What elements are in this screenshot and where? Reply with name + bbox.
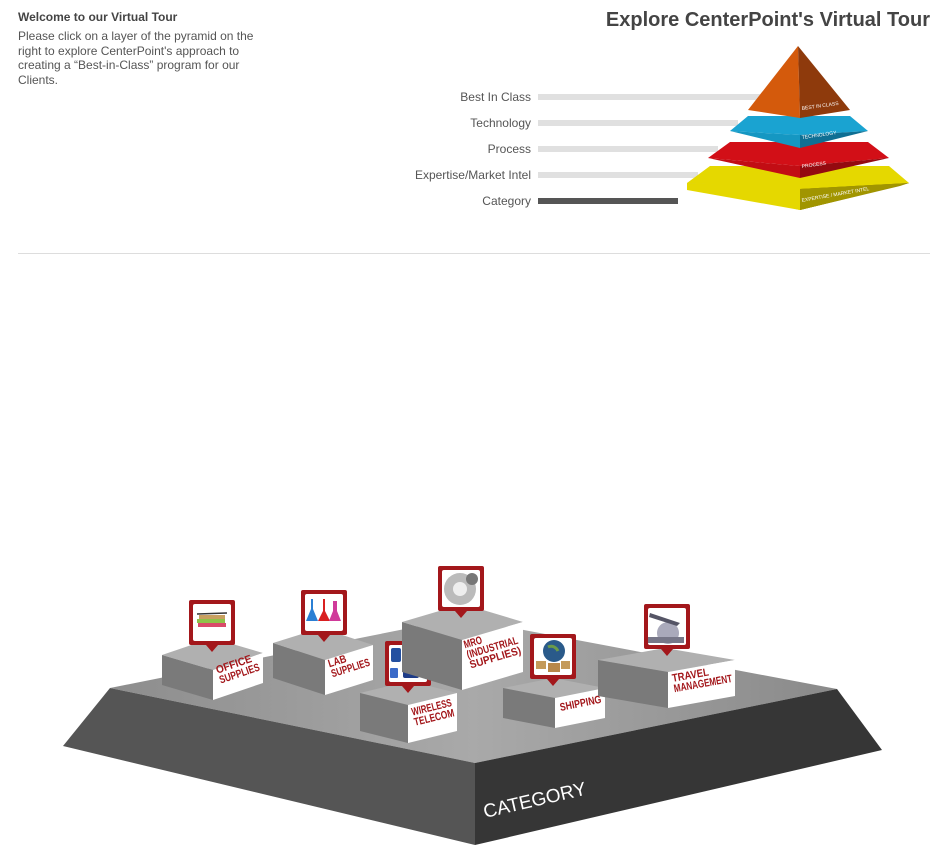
box-right-face [408, 693, 457, 743]
lab-flasks-icon[interactable] [301, 590, 347, 642]
layer-link-process[interactable]: Process [487, 142, 531, 156]
pyramid-face-label: BEST IN CLASS [801, 101, 839, 112]
pyramid-layer-process[interactable]: PROCESS [708, 142, 889, 178]
box-right-face [213, 653, 263, 700]
box-right-face [462, 622, 523, 690]
layer-bar-expertise[interactable] [538, 172, 698, 178]
box-left-face [273, 643, 325, 695]
divider [18, 253, 930, 254]
box-top [402, 604, 523, 640]
intro-text: Please click on a layer of the pyramid o… [18, 29, 254, 87]
box-right-face [325, 645, 373, 695]
layer-bar-best-in-class[interactable] [538, 94, 760, 100]
gears-icon[interactable] [438, 566, 484, 618]
layer-bar-process[interactable] [538, 146, 718, 152]
layer-link-expertise[interactable]: Expertise/Market Intel [414, 168, 531, 182]
intro-heading: Welcome to our Virtual Tour [18, 10, 178, 24]
page-title: Explore CenterPoint's Virtual Tour [605, 9, 930, 31]
box-top [273, 628, 373, 660]
category-label: LAB [327, 653, 348, 670]
platform-left-face [63, 688, 475, 845]
pyramid-layer-best-in-class[interactable]: BEST IN CLASS [748, 46, 850, 118]
intro-panel: Welcome to our Virtual Tour Please click… [18, 10, 258, 87]
layer-bar-category[interactable] [538, 198, 678, 204]
layer-bar-technology[interactable] [538, 120, 738, 126]
box-left-face [598, 660, 668, 708]
box-left-face [402, 622, 462, 690]
layer-link-category[interactable]: Category [482, 194, 531, 208]
pyramid-layer-expertise[interactable]: EXPERTISE / MARKET INTEL [687, 166, 909, 210]
category-item-shipping[interactable]: SHIPPING [503, 634, 605, 728]
layer-link-technology[interactable]: Technology [470, 116, 531, 130]
box-right-face [555, 688, 605, 728]
box-top [598, 648, 735, 672]
category-label: MRO [462, 634, 484, 651]
box-left-face [360, 693, 408, 743]
box-left-face [503, 688, 555, 728]
box-right-face [668, 660, 735, 708]
pyramid-layer-technology[interactable]: TECHNOLOGY [730, 116, 868, 148]
box-left-face [162, 655, 213, 700]
box-top [503, 678, 605, 698]
pyramid-face-label: TECHNOLOGY [801, 130, 837, 141]
layer-link-best-in-class[interactable]: Best In Class [460, 90, 531, 104]
globe-boxes-icon[interactable] [530, 634, 576, 686]
box-top [360, 681, 457, 705]
box-top [162, 638, 263, 670]
platform-right-face [475, 689, 882, 845]
airplane-icon[interactable] [644, 604, 690, 656]
pyramid-face-label: PROCESS [801, 161, 827, 170]
office-supplies-icon[interactable] [189, 600, 235, 652]
pyramid-graphic: EXPERTISE / MARKET INTEL PROCESS TECHNOL… [687, 46, 909, 210]
